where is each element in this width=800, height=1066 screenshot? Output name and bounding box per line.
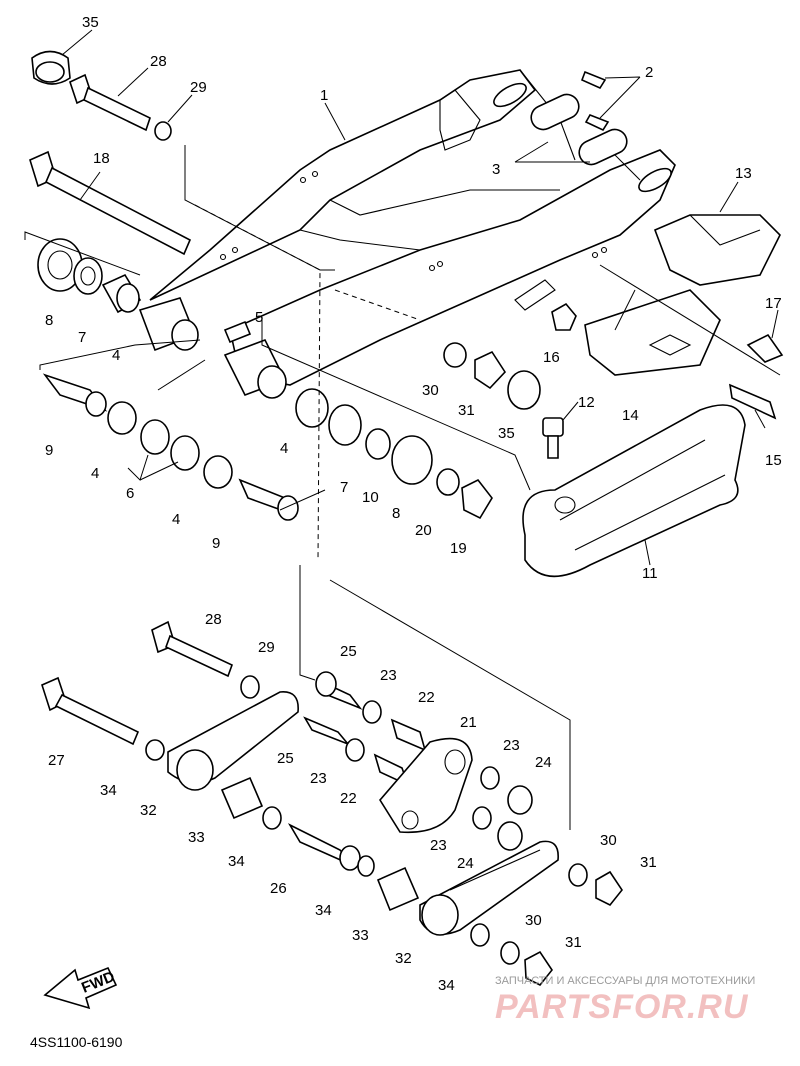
part-label-34: 34 (438, 977, 455, 994)
part-label-22: 22 (418, 689, 435, 706)
part-label-31: 31 (640, 854, 657, 871)
part-label-30: 30 (600, 832, 617, 849)
part-label-22: 22 (340, 790, 357, 807)
part-label-4: 4 (280, 440, 288, 457)
part-label-15: 15 (765, 452, 782, 469)
middle-bushings (42, 373, 493, 521)
part-label-12: 12 (578, 394, 595, 411)
part-label-35: 35 (82, 14, 99, 31)
part-label-34: 34 (228, 853, 245, 870)
lower-linkage (41, 620, 623, 987)
part-label-27: 27 (48, 752, 65, 769)
part-label-13: 13 (735, 165, 752, 182)
part-label-33: 33 (188, 829, 205, 846)
part-label-17: 17 (765, 295, 782, 312)
part-label-35: 35 (498, 425, 515, 442)
part-label-25: 25 (277, 750, 294, 767)
part-label-23: 23 (310, 770, 327, 787)
part-label-30: 30 (525, 912, 542, 929)
part-label-28: 28 (150, 53, 167, 70)
part-label-34: 34 (100, 782, 117, 799)
part-label-20: 20 (415, 522, 432, 539)
part-label-4: 4 (172, 511, 180, 528)
part-label-14: 14 (622, 407, 639, 424)
part-label-11: 11 (642, 565, 658, 582)
part-label-31: 31 (458, 402, 475, 419)
leader-lines (24, 29, 781, 830)
part-label-23: 23 (503, 737, 520, 754)
fwd-arrow: FWD (43, 966, 117, 1010)
part-label-31: 31 (565, 934, 582, 951)
part-label-29: 29 (190, 79, 207, 96)
part-label-1: 1 (320, 87, 328, 104)
part-label-25: 25 (340, 643, 357, 660)
part-label-2: 2 (645, 64, 653, 81)
part-label-6: 6 (126, 485, 134, 502)
part-label-32: 32 (140, 802, 157, 819)
part-label-7: 7 (340, 479, 348, 496)
upper-hardware (29, 50, 784, 578)
part-label-8: 8 (392, 505, 400, 522)
part-label-4: 4 (91, 465, 99, 482)
part-label-7: 7 (78, 329, 86, 346)
part-label-33: 33 (352, 927, 369, 944)
swingarm (138, 69, 676, 399)
part-label-10: 10 (362, 489, 379, 506)
part-label-26: 26 (270, 880, 287, 897)
part-label-23: 23 (430, 837, 447, 854)
part-label-23: 23 (380, 667, 397, 684)
part-label-30: 30 (422, 382, 439, 399)
part-label-9: 9 (212, 535, 220, 552)
part-label-32: 32 (395, 950, 412, 967)
watermark-logo: PARTSFOR.RU (495, 988, 749, 1026)
part-label-34: 34 (315, 902, 332, 919)
part-label-24: 24 (457, 855, 474, 872)
part-label-19: 19 (450, 540, 467, 557)
part-label-5: 5 (255, 309, 263, 326)
part-label-16: 16 (543, 349, 560, 366)
part-label-18: 18 (93, 150, 110, 167)
part-label-24: 24 (535, 754, 552, 771)
part-label-28: 28 (205, 611, 222, 628)
diagram-code: 4SS1100-6190 (30, 1034, 123, 1050)
part-label-9: 9 (45, 442, 53, 459)
part-label-3: 3 (492, 161, 500, 178)
part-label-29: 29 (258, 639, 275, 656)
part-label-8: 8 (45, 312, 53, 329)
watermark-tagline: ЗАПЧАСТИ И АКСЕССУАРЫ ДЛЯ МОТОТЕХНИКИ (495, 975, 755, 987)
part-label-21: 21 (460, 714, 477, 731)
part-label-4: 4 (112, 347, 120, 364)
